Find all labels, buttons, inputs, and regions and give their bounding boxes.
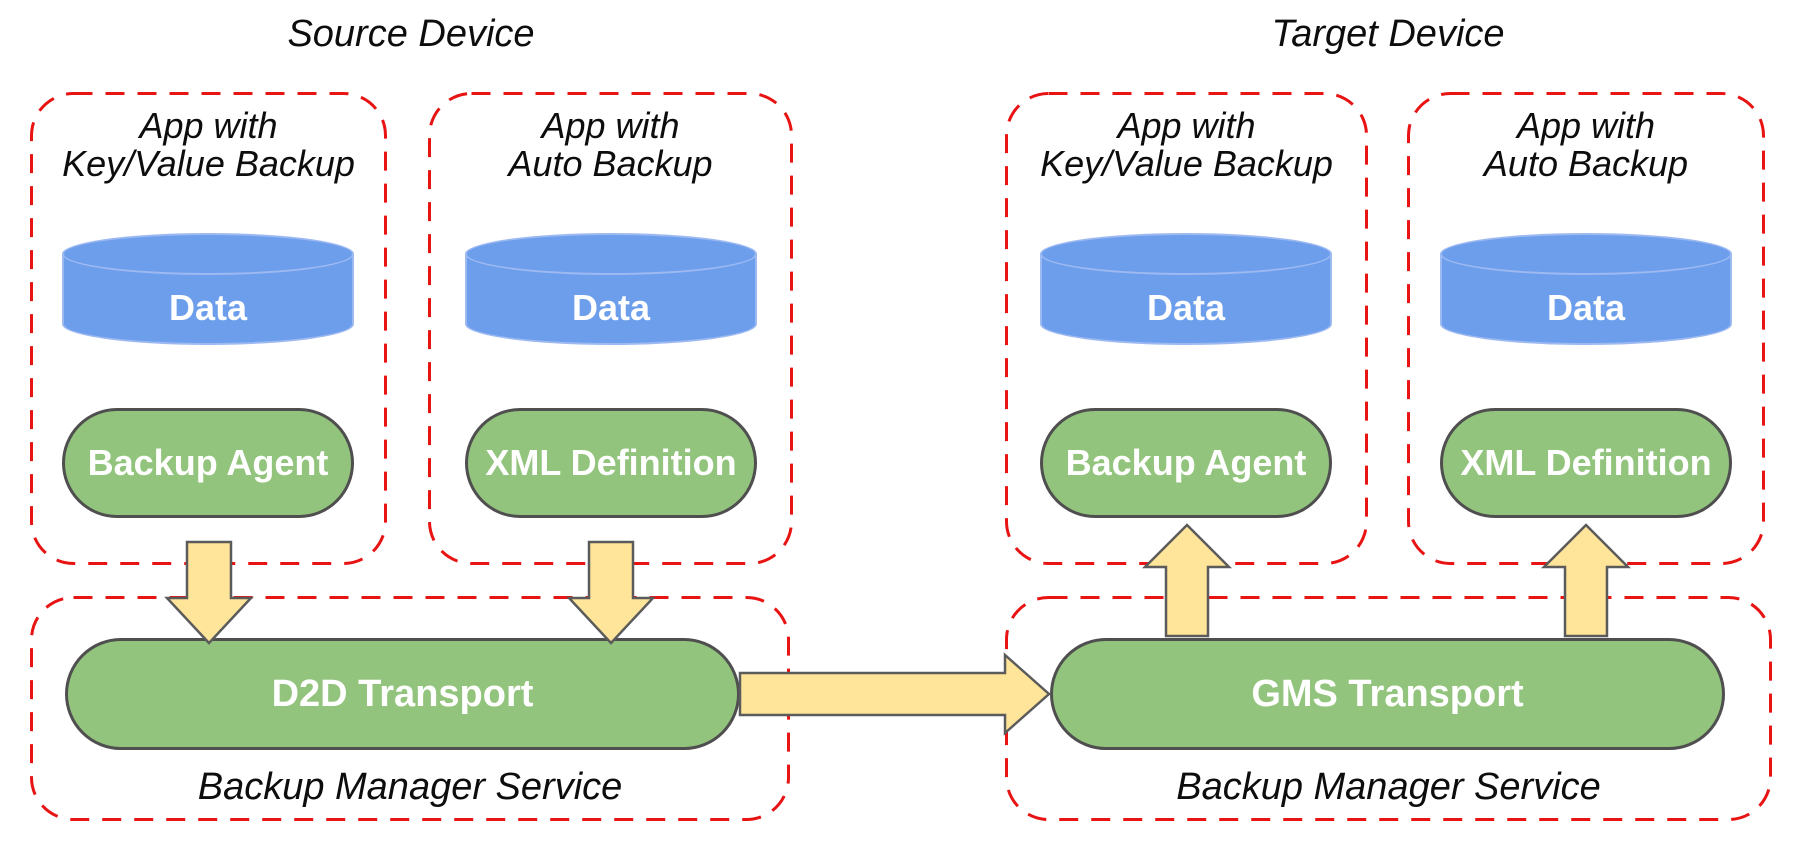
app-label-line1: App with <box>1516 105 1656 146</box>
target-autobackup-data-cylinder-icon: Data <box>1440 233 1732 345</box>
target-device-title: Target Device <box>1271 13 1505 55</box>
source-keyvalue-app-label: App with Key/Value Backup <box>30 107 387 183</box>
data-label: Data <box>1146 287 1226 328</box>
app-label-line1: App with <box>541 105 680 146</box>
cylinder-top <box>1440 233 1732 275</box>
cylinder-top <box>465 233 757 275</box>
app-label-line2: Key/Value Backup <box>62 143 355 184</box>
target-backup-agent-pill: Backup Agent <box>1040 408 1332 518</box>
cylinder-top <box>62 233 354 275</box>
source-xml-definition-pill: XML Definition <box>465 408 757 518</box>
d2d-transport-pill: D2D Transport <box>65 638 740 750</box>
app-label-line1: App with <box>139 105 278 146</box>
gms-transport-pill: GMS Transport <box>1050 638 1725 750</box>
target-keyvalue-app-label: App with Key/Value Backup <box>1005 107 1368 183</box>
data-label: Data <box>571 287 651 328</box>
cylinder-top <box>1040 233 1332 275</box>
source-backup-agent-pill: Backup Agent <box>62 408 354 518</box>
source-keyvalue-data-cylinder-icon: Data <box>62 233 354 345</box>
target-autobackup-app-label: App with Auto Backup <box>1407 107 1765 183</box>
target-keyvalue-data-cylinder-icon: Data <box>1040 233 1332 345</box>
source-backup-manager-label: Backup Manager Service <box>197 766 623 808</box>
source-device-title: Source Device <box>287 13 535 55</box>
target-autobackup-app-box <box>1407 92 1765 565</box>
source-autobackup-data-cylinder-icon: Data <box>465 233 757 345</box>
app-label-line2: Key/Value Backup <box>1040 143 1333 184</box>
source-autobackup-app-label: App with Auto Backup <box>428 107 793 183</box>
app-label-line2: Auto Backup <box>1483 143 1689 184</box>
app-label-line2: Auto Backup <box>508 143 713 184</box>
source-keyvalue-app-box <box>30 92 387 565</box>
data-label: Data <box>1546 287 1626 328</box>
target-xml-definition-pill: XML Definition <box>1440 408 1732 518</box>
target-backup-manager-label: Backup Manager Service <box>1176 766 1601 808</box>
data-label: Data <box>168 287 248 328</box>
app-label-line1: App with <box>1117 105 1256 146</box>
